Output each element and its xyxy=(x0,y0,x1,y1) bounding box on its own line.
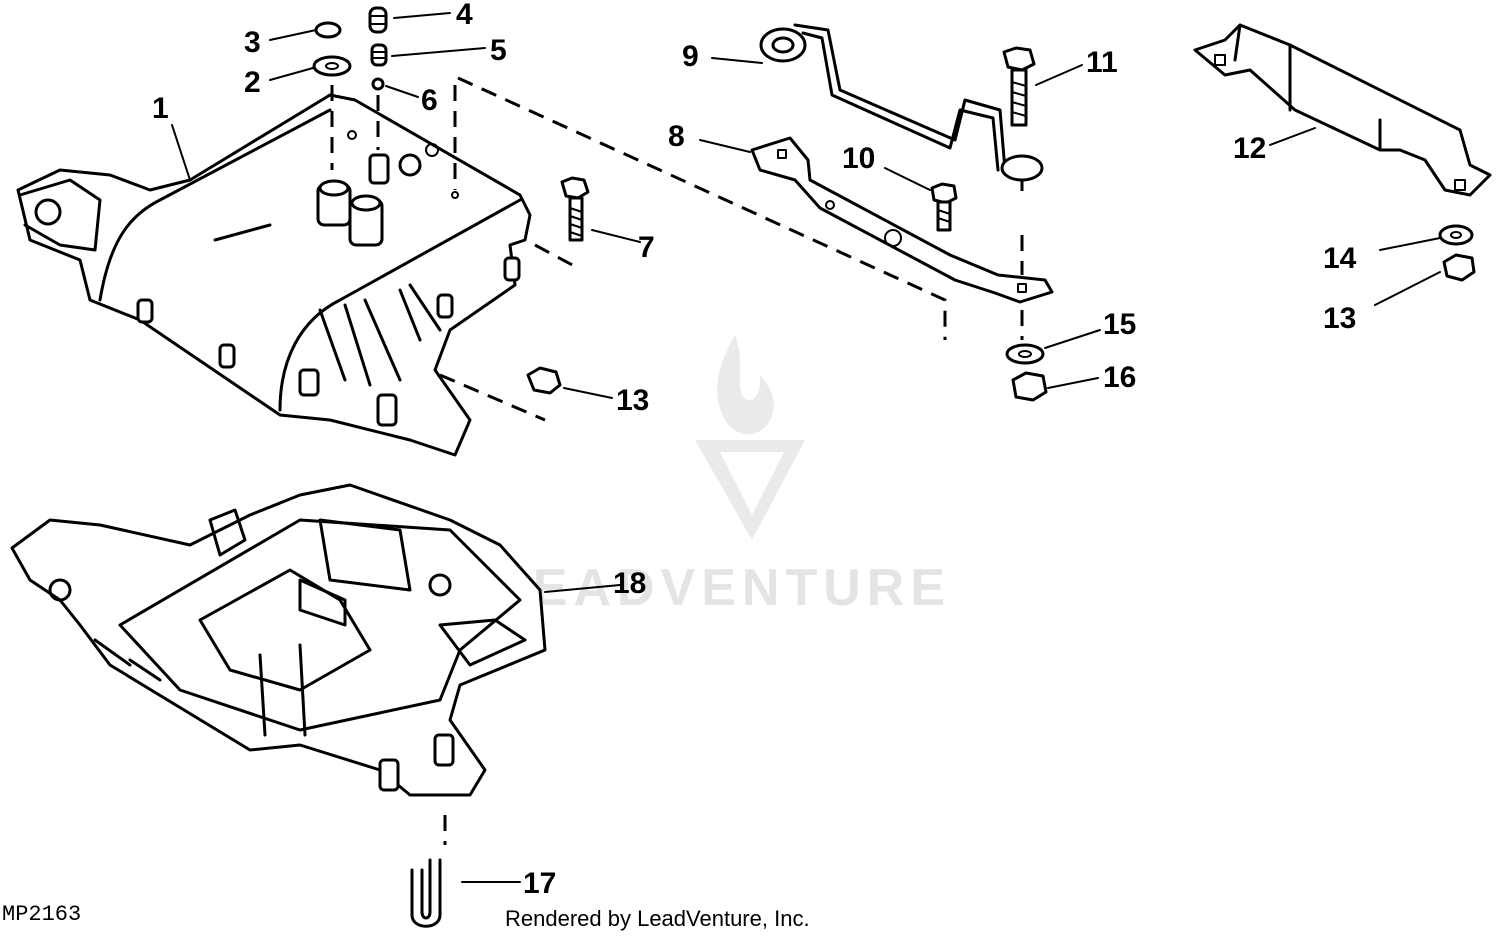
callout-8: 8 xyxy=(668,120,685,153)
callout-1: 1 xyxy=(152,92,169,125)
v-logo-icon xyxy=(695,440,805,540)
callout-5: 5 xyxy=(490,34,507,67)
callout-10: 10 xyxy=(842,142,875,175)
washer-part-3 xyxy=(314,21,342,39)
washer-part-2 xyxy=(312,55,352,77)
watermark: LEADVENTURE xyxy=(495,335,951,617)
flame-logo-icon xyxy=(717,335,774,435)
callout-15: 15 xyxy=(1103,308,1136,341)
callout-16: 16 xyxy=(1103,361,1136,394)
callout-14: 14 xyxy=(1323,242,1357,275)
bolt-part-10 xyxy=(930,182,958,232)
nut-part-13a xyxy=(526,366,562,395)
washer-part-14 xyxy=(1438,224,1474,246)
callout-12: 12 xyxy=(1233,132,1266,165)
callout-4: 4 xyxy=(456,0,473,31)
nut-part-16 xyxy=(1011,371,1048,402)
ball-part-6 xyxy=(371,77,385,91)
callout-11: 11 xyxy=(1086,46,1118,79)
u-clip-part-17 xyxy=(410,858,442,928)
callout-6: 6 xyxy=(421,84,438,117)
credit-line: Rendered by LeadVenture, Inc. xyxy=(505,906,810,931)
callout-9: 9 xyxy=(682,40,699,73)
callout-3: 3 xyxy=(244,26,261,59)
hardware-small-parts xyxy=(312,6,388,91)
callouts: 1 2 3 4 5 6 7 8 9 10 11 12 13 13 14 15 1… xyxy=(152,0,1357,900)
callout-2: 2 xyxy=(244,66,261,99)
spring-part-5 xyxy=(370,43,388,67)
strap-part-12 xyxy=(1193,23,1492,197)
watermark-text: LEADVENTURE xyxy=(495,559,951,617)
assembly-guides xyxy=(330,76,1024,845)
washer-part-15 xyxy=(1005,343,1045,365)
callout-18: 18 xyxy=(613,567,646,600)
spring-part-4 xyxy=(368,6,388,34)
bolt-part-7 xyxy=(560,176,590,242)
rod-part-9 xyxy=(759,23,1044,182)
lower-housing-part xyxy=(10,483,547,797)
bracket-part-8 xyxy=(750,136,1054,304)
callout-7: 7 xyxy=(638,231,655,264)
bolt-part-11 xyxy=(1002,46,1036,127)
nut-part-13b xyxy=(1442,253,1476,282)
callout-13-left: 13 xyxy=(616,384,649,417)
leader-lines xyxy=(171,12,1441,883)
upper-housing-part xyxy=(16,93,532,457)
figure-code: MP2163 xyxy=(2,902,81,927)
callout-13-right: 13 xyxy=(1323,302,1356,335)
callout-17: 17 xyxy=(523,867,556,900)
